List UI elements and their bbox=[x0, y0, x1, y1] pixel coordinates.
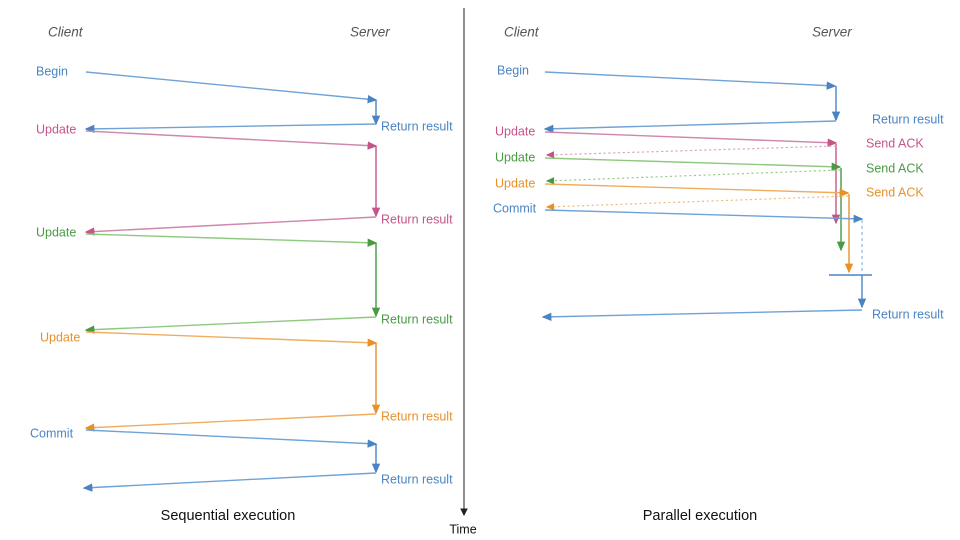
right-lane-header-client: Client bbox=[504, 25, 540, 40]
reply-arrow-update-1 bbox=[84, 216, 377, 236]
ack-arrow-update-3-r bbox=[545, 195, 849, 211]
right-lane-header-server: Server bbox=[812, 25, 852, 40]
message-update-2-left bbox=[84, 233, 381, 334]
left-label-commit: Commit bbox=[30, 426, 74, 440]
left-reply-label-update-1: Return result bbox=[381, 212, 453, 226]
left-label-update-2: Update bbox=[36, 225, 76, 239]
left-reply-label-update-2: Return result bbox=[381, 312, 453, 326]
reply-arrow-update-2 bbox=[84, 316, 377, 334]
right-ack-label-2: Send ACK bbox=[866, 161, 924, 175]
right-label-commit: Commit bbox=[493, 201, 537, 215]
request-arrow-commit-r bbox=[544, 209, 864, 223]
request-arrow-begin bbox=[85, 71, 378, 104]
left-label-update-1: Update bbox=[36, 122, 76, 136]
right-label-update-1: Update bbox=[495, 124, 535, 138]
reply-arrow-update-3 bbox=[84, 413, 377, 432]
request-arrow-update-1 bbox=[85, 130, 378, 150]
reply-arrow-commit bbox=[82, 472, 377, 492]
request-arrow-commit bbox=[85, 429, 378, 448]
right-label-update-2: Update bbox=[495, 150, 535, 164]
reply-arrow-commit-r bbox=[541, 309, 863, 322]
request-arrow-begin-r bbox=[544, 71, 837, 90]
message-update-3-right bbox=[544, 183, 854, 274]
right-label-begin: Begin bbox=[497, 63, 529, 77]
left-panel-caption: Sequential execution bbox=[161, 508, 296, 524]
ack-arrow-update-1-r bbox=[545, 145, 837, 159]
right-label-update-3: Update bbox=[495, 176, 535, 190]
message-begin-right bbox=[543, 71, 841, 133]
reply-arrow-begin-r bbox=[543, 120, 837, 133]
message-update-3-left bbox=[84, 331, 381, 432]
left-lane-header-server: Server bbox=[350, 25, 390, 40]
right-ack-label-3: Send ACK bbox=[866, 185, 924, 199]
left-panel bbox=[82, 71, 381, 492]
message-update-1-right bbox=[544, 131, 841, 225]
right-panel bbox=[541, 71, 872, 322]
left-label-update-3: Update bbox=[40, 330, 80, 344]
time-axis-label: Time bbox=[449, 522, 476, 536]
right-ack-label-1: Send ACK bbox=[866, 136, 924, 150]
request-arrow-update-3-r bbox=[544, 183, 850, 197]
left-reply-label-commit: Return result bbox=[381, 472, 453, 486]
message-commit-right bbox=[541, 209, 872, 322]
message-update-1-left bbox=[84, 130, 381, 236]
left-label-begin: Begin bbox=[36, 64, 68, 78]
right-reply-label-begin: Return result bbox=[872, 112, 944, 126]
right-panel-caption: Parallel execution bbox=[643, 508, 757, 524]
right-reply-label-commit: Return result bbox=[872, 307, 944, 321]
message-update-2-right bbox=[544, 157, 846, 252]
left-reply-label-update-3: Return result bbox=[381, 409, 453, 423]
ack-arrow-update-2-r bbox=[545, 169, 841, 185]
reply-arrow-begin bbox=[84, 123, 377, 134]
message-commit-left bbox=[82, 429, 381, 492]
request-arrow-update-2 bbox=[85, 233, 378, 247]
request-arrow-update-1-r bbox=[544, 131, 838, 147]
message-begin-left bbox=[84, 71, 381, 134]
left-reply-label-begin: Return result bbox=[381, 119, 453, 133]
request-arrow-update-2-r bbox=[544, 157, 842, 171]
left-lane-header-client: Client bbox=[48, 25, 84, 40]
request-arrow-update-3 bbox=[85, 331, 378, 347]
